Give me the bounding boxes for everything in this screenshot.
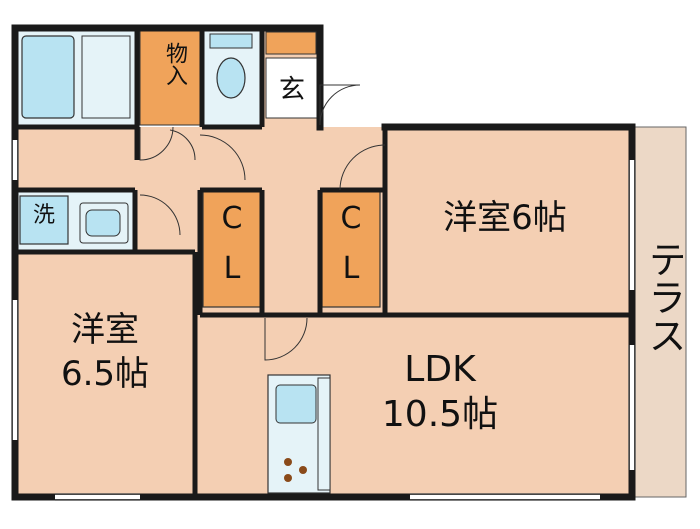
closet-right-label-line1: C [340,201,362,236]
toilet-bowl [216,57,246,99]
closet-right-label-line2: L [342,251,360,286]
floor-bedroom-a [15,250,200,495]
windows [11,140,636,501]
door-swings [139,84,386,361]
ldk-size: 10.5帖 [381,394,499,435]
laundry-label: 洗 [32,203,55,228]
storage-label: 物入 [162,42,187,86]
closet-right [321,189,381,308]
floor-bedroom-b [385,127,630,312]
bedroom-b-label: 洋室6帖 [443,198,567,238]
bathtub [21,35,75,119]
closet-left-label-line1: C [221,201,243,236]
bedroom-a-name: 洋室 [71,310,139,350]
entrance-label: 玄 [278,75,305,105]
storage-closet [139,29,203,126]
terrace-label: テラス [642,240,686,354]
stove-burner [284,458,292,466]
kitchen-sink [275,384,317,424]
terrace-area [633,126,687,498]
bedroom-a-size: 6.5帖 [60,354,150,394]
interior-walls [15,28,632,497]
entrance-shoe-box [265,31,317,55]
closet-left-label-line2: L [223,251,241,286]
ldk-name: LDK [404,349,476,390]
closet-left [202,189,262,308]
